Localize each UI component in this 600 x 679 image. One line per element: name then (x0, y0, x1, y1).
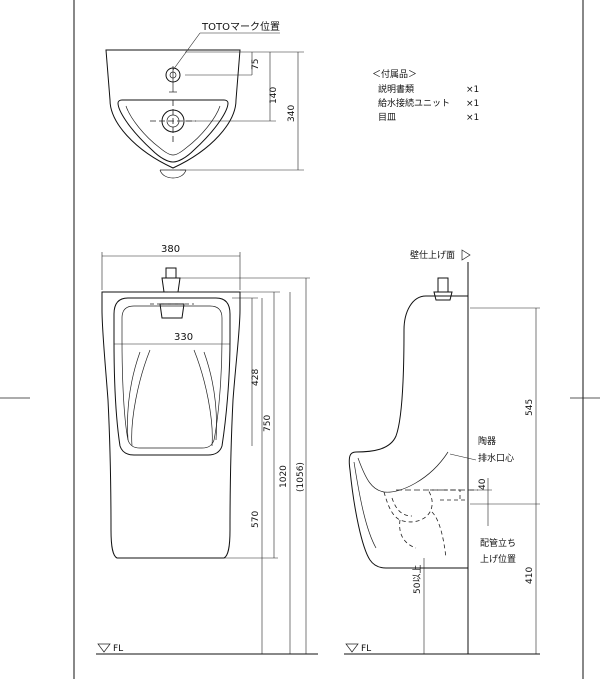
dim-380: 380 (161, 244, 180, 255)
side-view: 壁仕上げ面 545 40 410 50以上 陶器 排水口心 配管立ち (344, 249, 540, 655)
accessory-qty-2: ×1 (466, 99, 479, 109)
pipe-label-1: 配管立ち (480, 537, 516, 549)
dim-340: 340 (287, 105, 297, 122)
accessory-qty-1: ×1 (466, 85, 479, 95)
drain-label-1: 陶器 (478, 435, 496, 447)
accessory-name-3: 目皿 (378, 112, 396, 123)
dim-140: 140 (269, 87, 279, 104)
accessory-qty-3: ×1 (466, 113, 479, 123)
top-view: TOTOマーク位置 75 140 340 (105, 20, 304, 179)
dim-545: 545 (525, 399, 535, 416)
toto-mark-label: TOTOマーク位置 (201, 20, 280, 33)
dim-330: 330 (174, 332, 193, 343)
front-floor-label: FL (113, 644, 123, 654)
dim-570: 570 (251, 511, 261, 528)
accessories-title: ＜付属品＞ (372, 69, 417, 80)
accessories-list: ＜付属品＞ 説明書類 ×1 給水接続ユニット ×1 目皿 ×1 (372, 69, 479, 123)
front-view: 380 330 428 750 1020 (1056) 570 (96, 244, 318, 655)
dim-428: 428 (251, 369, 261, 386)
dim-40: 40 (478, 478, 488, 490)
accessory-name-2: 給水接続ユニット (378, 97, 450, 109)
wall-finish-label: 壁仕上げ面 (410, 249, 455, 261)
side-floor-label: FL (361, 644, 371, 654)
dim-1020: 1020 (279, 465, 289, 488)
dim-50-or-more: 50以上 (412, 565, 423, 594)
dim-1056: (1056) (296, 462, 306, 492)
dim-75: 75 (251, 59, 261, 70)
accessory-name-1: 説明書類 (378, 83, 414, 95)
dim-410: 410 (525, 567, 535, 584)
pipe-label-2: 上げ位置 (480, 553, 516, 565)
dim-750: 750 (263, 415, 273, 432)
drain-label-2: 排水口心 (478, 452, 514, 464)
